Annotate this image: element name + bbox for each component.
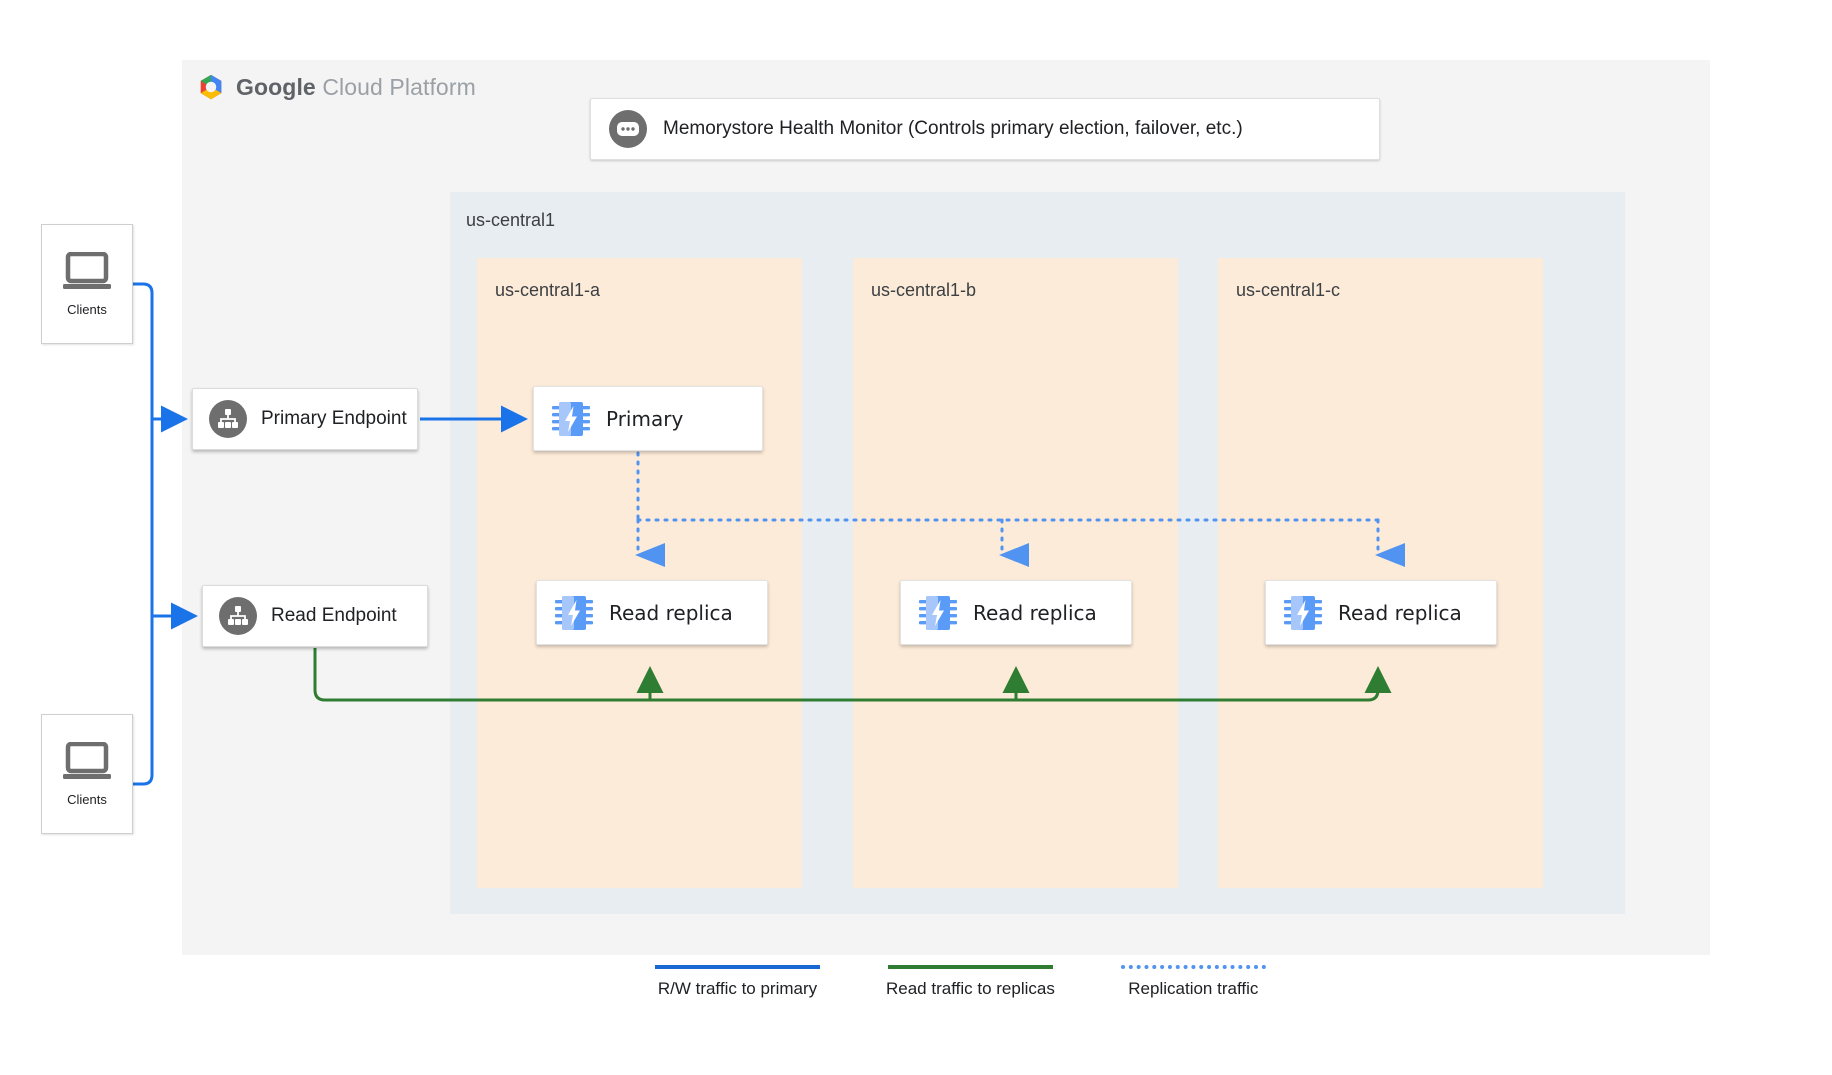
legend-label-rw: R/W traffic to primary: [657, 979, 818, 998]
client-label-bottom: Clients: [67, 791, 107, 807]
health-monitor-icon: [609, 110, 647, 148]
laptop-icon: [63, 251, 111, 289]
gcp-logo: Google Cloud Platform: [196, 72, 476, 102]
node-read-replica-a[interactable]: Read replica: [536, 580, 768, 645]
endpoint-network-icon: [219, 597, 257, 635]
region-us-central1: us-central1 us-central1-a us-central1-b …: [450, 192, 1625, 914]
legend-item-replication: Replication traffic: [1120, 965, 1266, 999]
node-primary[interactable]: Primary: [533, 386, 763, 451]
primary-endpoint-card[interactable]: Primary Endpoint: [192, 388, 418, 450]
node-read-replica-c[interactable]: Read replica: [1265, 580, 1497, 645]
health-monitor-card[interactable]: Memorystore Health Monitor (Controls pri…: [590, 98, 1380, 160]
laptop-icon: [63, 741, 111, 779]
memorystore-chip-icon: [555, 595, 593, 630]
legend-item-rw-traffic: R/W traffic to primary: [655, 965, 820, 999]
gcp-word-cloud-platform: Cloud Platform: [322, 73, 476, 100]
primary-endpoint-label: Primary Endpoint: [261, 408, 407, 429]
memorystore-chip-icon: [552, 401, 590, 436]
legend-item-read-traffic: Read traffic to replicas: [886, 965, 1055, 999]
client-label-top: Clients: [67, 301, 107, 317]
node-primary-label: Primary: [606, 406, 684, 431]
zone-us-central1-a: us-central1-a: [477, 258, 802, 888]
zone-us-central1-b: us-central1-b: [853, 258, 1178, 888]
node-replica-c-label: Read replica: [1338, 600, 1462, 625]
read-endpoint-label: Read Endpoint: [271, 605, 397, 626]
zone-b-label: us-central1-b: [871, 280, 977, 300]
node-read-replica-b[interactable]: Read replica: [900, 580, 1132, 645]
zone-c-label: us-central1-c: [1236, 280, 1341, 300]
endpoint-network-icon: [209, 400, 247, 438]
client-node-bottom[interactable]: Clients: [41, 714, 133, 834]
memorystore-chip-icon: [919, 595, 957, 630]
read-endpoint-card[interactable]: Read Endpoint: [202, 585, 428, 647]
zone-us-central1-c: us-central1-c: [1218, 258, 1543, 888]
legend-swatch-blue: [655, 965, 820, 969]
client-node-top[interactable]: Clients: [41, 224, 133, 344]
gcp-wordmark: Google Cloud Platform: [236, 74, 476, 101]
region-label: us-central1: [466, 210, 556, 230]
wire-clients-bus: [133, 282, 154, 786]
node-replica-a-label: Read replica: [609, 600, 733, 625]
google-cloud-hexagon-logo-icon: [200, 74, 222, 100]
legend-swatch-green: [887, 965, 1053, 969]
legend-label-read: Read traffic to replicas: [886, 979, 1055, 998]
memorystore-chip-icon: [1284, 595, 1322, 630]
legend: R/W traffic to primary Read traffic to r…: [655, 965, 1266, 999]
health-monitor-label: Memorystore Health Monitor (Controls pri…: [663, 118, 1243, 139]
legend-swatch-dotted: [1120, 965, 1266, 969]
zone-a-label: us-central1-a: [495, 280, 601, 300]
gcp-word-google: Google: [236, 73, 316, 100]
node-replica-b-label: Read replica: [973, 600, 1097, 625]
legend-label-replication: Replication traffic: [1128, 979, 1259, 998]
